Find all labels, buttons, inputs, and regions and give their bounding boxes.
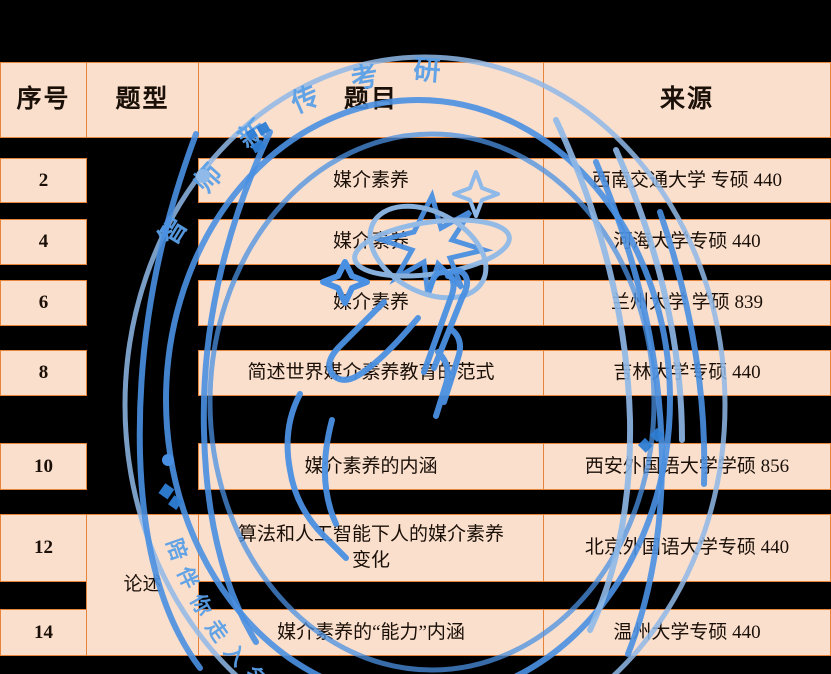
table-row-no: 14 <box>0 609 87 656</box>
exam-question-table: 序号 题型 题目 来源 2 媒介素养 西南交通大学 专硕 440 4 媒介素养 … <box>0 3 831 671</box>
table-row-no: 6 <box>0 280 87 326</box>
table-row-title-line1: 算法和人工智能下人的媒介素养 <box>237 524 504 546</box>
table-cell-type-merged: 论述 <box>86 514 199 656</box>
table-row-no: 12 <box>0 514 87 582</box>
table-row-no: 2 <box>0 158 87 203</box>
table-row-title: 媒介素养 <box>198 280 544 326</box>
table-row-no: 4 <box>0 219 87 265</box>
table-row-title-line2: 变化 <box>351 550 390 571</box>
table-row-title: 简述世界媒介素养教育的范式 <box>198 350 544 396</box>
table-row-source: 西南交通大学 专硕 440 <box>543 158 831 203</box>
table-header-title: 题目 <box>198 62 544 138</box>
table-row-title: 媒介素养的“能力”内涵 <box>198 609 544 656</box>
table-row-title: 媒介素养的内涵 <box>198 443 544 490</box>
table-row-title: 媒介素养 <box>198 158 544 203</box>
table-row-source: 河海大学专硕 440 <box>543 219 831 265</box>
table-row-source: 北京外国语大学专硕 440 <box>543 514 831 582</box>
table-row-source: 兰州大学 学硕 839 <box>543 280 831 326</box>
table-header-type: 题型 <box>86 62 199 138</box>
table-row-title: 媒介素养 <box>198 219 544 265</box>
table-header-source: 来源 <box>543 62 831 138</box>
table-row-title: 算法和人工智能下人的媒介素养 变化 <box>198 514 544 582</box>
table-row-no: 8 <box>0 350 87 396</box>
table-header-no: 序号 <box>0 62 87 138</box>
table-row-source: 温州大学专硕 440 <box>543 609 831 656</box>
table-row-source: 西安外国语大学学硕 856 <box>543 443 831 490</box>
table-row-source: 吉林大学专硕 440 <box>543 350 831 396</box>
table-row-no: 10 <box>0 443 87 490</box>
